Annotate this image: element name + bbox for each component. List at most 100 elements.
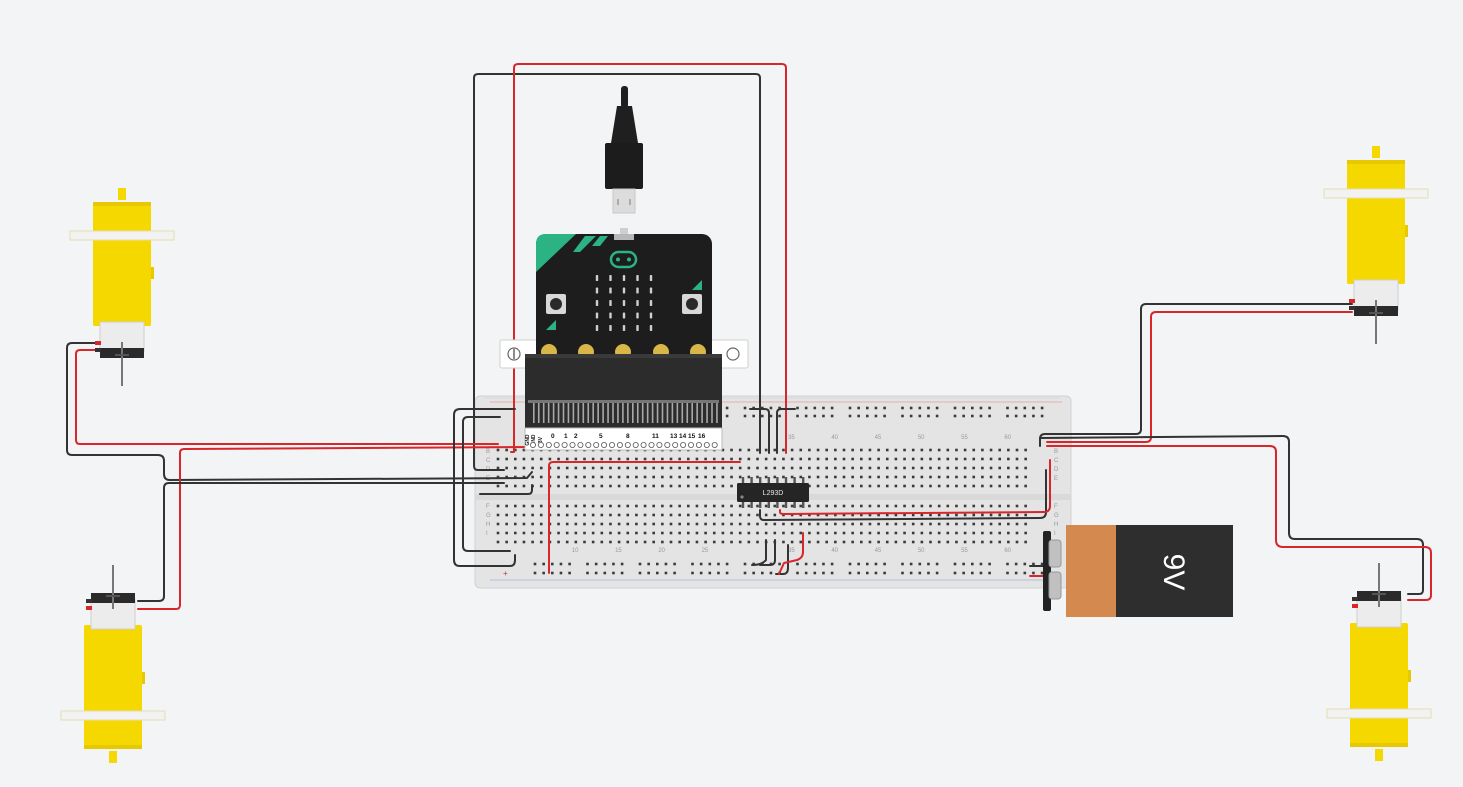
usb-cable-icon[interactable] — [605, 86, 643, 238]
rail-hole — [559, 562, 563, 566]
hole — [790, 466, 794, 470]
hole — [747, 531, 751, 535]
hole — [808, 475, 811, 479]
hole — [1024, 448, 1027, 452]
edge-pin — [577, 401, 580, 423]
hole — [756, 466, 759, 470]
pin-hole — [609, 441, 616, 448]
row-letter-left: F — [486, 504, 490, 510]
hole — [816, 522, 820, 526]
hole — [695, 475, 699, 479]
hole — [868, 540, 872, 544]
hole — [539, 522, 543, 526]
led — [636, 275, 639, 281]
hole — [1015, 504, 1019, 508]
battery-icon[interactable]: 9V — [1043, 525, 1233, 617]
hole — [885, 475, 889, 479]
hole — [635, 475, 638, 479]
hole — [903, 475, 906, 479]
rail-hole — [1040, 406, 1044, 410]
hole — [868, 466, 872, 470]
hole — [721, 484, 725, 488]
hole — [721, 513, 725, 517]
hole — [920, 484, 924, 488]
rail-hole — [620, 571, 624, 575]
hole — [937, 531, 941, 535]
hole — [842, 448, 846, 452]
hole — [747, 513, 751, 517]
dc-motor-right-top[interactable] — [1323, 145, 1429, 345]
button-a-marker — [546, 320, 556, 330]
rail-hole — [901, 562, 904, 566]
rail-hole — [769, 571, 773, 575]
hole — [972, 457, 976, 461]
row-letter-left: B — [486, 449, 490, 455]
wires — [66, 63, 1432, 610]
rail-hole — [909, 406, 913, 410]
hole — [738, 466, 742, 470]
hole — [825, 475, 828, 479]
button-b[interactable] — [682, 294, 702, 314]
column-number-bottom: 10 — [572, 548, 579, 554]
edge-pin — [552, 401, 555, 423]
dc-motor-right-bottom[interactable] — [1326, 562, 1432, 762]
hole — [981, 448, 984, 452]
battery-label: 9V — [1157, 554, 1190, 591]
hole — [721, 475, 725, 479]
column-number-bottom: 40 — [831, 548, 838, 554]
hole — [799, 531, 803, 535]
pin-hole — [577, 441, 584, 448]
hole — [738, 531, 742, 535]
hole — [747, 466, 751, 470]
hole — [496, 531, 500, 535]
rail-hole — [1006, 414, 1009, 418]
rail-hole — [874, 414, 878, 418]
pin-hole — [695, 441, 702, 448]
wire-black-right-top-motor — [1039, 303, 1353, 447]
dc-motor-left-top[interactable] — [69, 187, 175, 387]
rail-hole — [533, 571, 537, 575]
dc-motor-left-bottom[interactable] — [60, 564, 166, 764]
hole — [496, 448, 500, 452]
rail-hole — [761, 414, 764, 418]
hole — [808, 513, 811, 517]
wire-black-top-loop — [473, 73, 761, 471]
hole — [937, 466, 941, 470]
hole — [687, 504, 690, 508]
hole — [808, 540, 811, 544]
rail-hole — [927, 562, 930, 566]
hole — [583, 475, 586, 479]
hole — [721, 448, 725, 452]
rail-hole — [586, 571, 589, 575]
hole — [514, 466, 517, 470]
rail-hole — [883, 571, 886, 575]
hole — [851, 466, 854, 470]
hole — [946, 531, 950, 535]
led — [595, 325, 599, 331]
hole — [522, 457, 526, 461]
hole — [565, 531, 569, 535]
rail-hole — [761, 571, 764, 575]
led — [609, 325, 612, 331]
hole — [522, 513, 526, 517]
rail-hole — [725, 414, 729, 418]
hole — [704, 540, 707, 544]
hole — [911, 540, 915, 544]
rail-hole — [1032, 571, 1035, 575]
hole — [773, 531, 777, 535]
hole — [764, 457, 768, 461]
ic-chip-icon[interactable]: L293D — [737, 477, 809, 508]
led — [595, 287, 599, 294]
hole — [591, 466, 595, 470]
chip-pin — [767, 501, 770, 508]
button-a[interactable] — [546, 294, 566, 314]
rail-hole — [1006, 406, 1009, 410]
rail-hole — [804, 406, 808, 410]
rail-hole — [883, 414, 886, 418]
hole — [738, 504, 742, 508]
hole — [747, 457, 751, 461]
hole — [678, 531, 681, 535]
hole — [790, 448, 794, 452]
